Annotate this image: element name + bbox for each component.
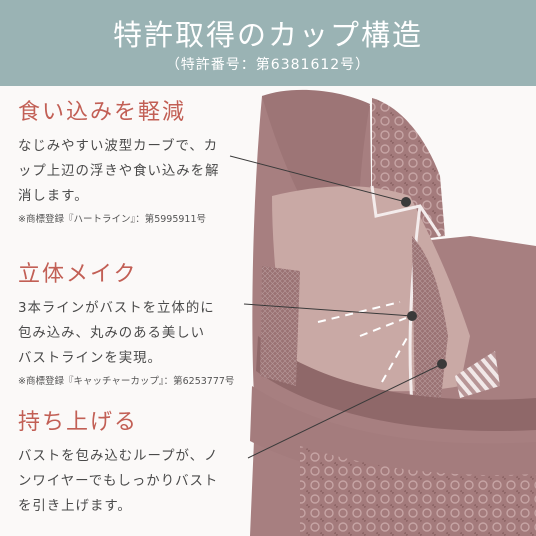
feature-description: 3本ラインがバストを立体的に 包み込み、丸みのある美しい バストラインを実現。 [18, 296, 250, 371]
support-loop [256, 336, 536, 432]
bottom-lace [300, 446, 536, 536]
feature-line: 消します。 [18, 189, 89, 204]
feature-line: ップ上辺の浮きや食い込みを解 [18, 164, 220, 179]
feature-line: 包み込み、丸みのある美しい [18, 326, 206, 341]
callout-lines [229, 155, 443, 459]
feature-line: バストを包み込むループが、ノ [18, 449, 219, 464]
trademark-note: ※商標登録『ハートライン』：第5995911号 [18, 214, 207, 225]
feature-heading: 立体メイク [18, 262, 138, 287]
feature-3d-shaping: 立体メイク 3本ラインがバストを立体的に 包み込み、丸みのある美しい バストライ… [18, 256, 250, 387]
feature-line: 3本ラインがバストを立体的に [18, 301, 215, 316]
shoulder-strap [262, 89, 370, 196]
striped-panel [455, 351, 500, 398]
trademark-note: ※商標登録『キャッチャーカップ』：第6253777号 [18, 376, 235, 387]
cup-trim [370, 185, 442, 237]
feature-line: を引き上げます。 [18, 499, 132, 514]
feature-line: なじみやすい波型カーブで、カ [18, 139, 219, 154]
feature-line: ンワイヤーでもしっかりバスト [18, 474, 219, 489]
feature-heading: 持ち上げる [18, 410, 139, 435]
feature-line: バストラインを実現。 [18, 351, 162, 366]
header-band: 特許取得のカップ構造 （特許番号：第6381612号） [0, 0, 536, 86]
feature-description: なじみやすい波型カーブで、カ ップ上辺の浮きや食い込みを解 消します。 [18, 134, 250, 209]
feature-heading: 食い込みを軽減 [18, 100, 187, 125]
feature-reduce-digging: 食い込みを軽減 なじみやすい波型カーブで、カ ップ上辺の浮きや食い込みを解 消し… [18, 94, 250, 225]
patent-number: （特許番号：第6381612号） [165, 57, 371, 73]
page-title: 特許取得のカップ構造 [112, 18, 423, 52]
side-mesh [260, 266, 300, 386]
bra-product-image [229, 89, 536, 536]
feature-description: バストを包み込むループが、ノ ンワイヤーでもしっかりバスト を引き上げます。 [18, 444, 250, 519]
feature-lift-up: 持ち上げる バストを包み込むループが、ノ ンワイヤーでもしっかりバスト を引き上… [18, 404, 250, 519]
